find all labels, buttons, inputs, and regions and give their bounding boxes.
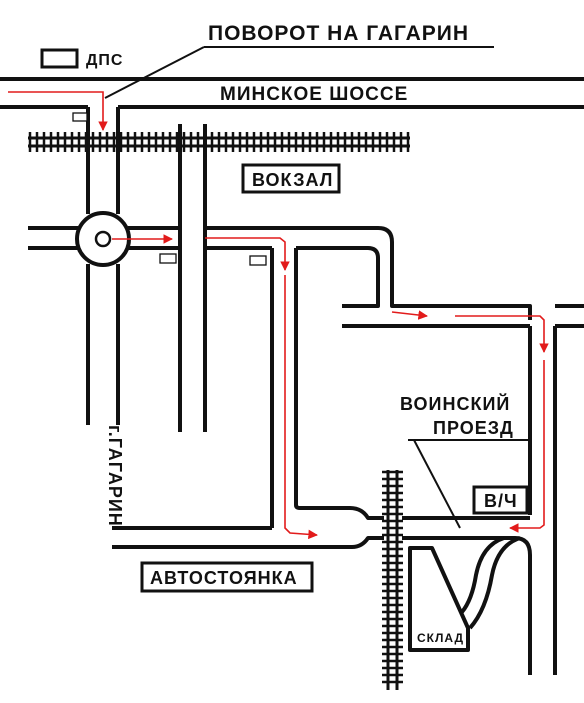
parking-label: АВТОСТОЯНКА bbox=[150, 568, 298, 588]
warehouse bbox=[408, 536, 521, 652]
passage-label-line2: ПРОЕЗД bbox=[433, 418, 514, 438]
town-label: г.ГАГАРИН bbox=[105, 425, 125, 527]
route-path bbox=[8, 91, 549, 540]
highway-label: МИНСКОЕ ШОССЕ bbox=[220, 84, 408, 105]
station-box bbox=[241, 163, 341, 194]
parking-box bbox=[140, 561, 314, 593]
gagarin-road bbox=[86, 107, 120, 425]
building-3 bbox=[249, 255, 267, 266]
railway-top bbox=[28, 132, 410, 152]
station-road bbox=[178, 124, 207, 432]
east-west-road bbox=[28, 226, 584, 328]
minsk-highway bbox=[0, 77, 584, 109]
turn-label: ПОВОРОТ НА ГАГАРИН bbox=[208, 22, 469, 45]
parking-road bbox=[112, 248, 384, 549]
passage-pointer-diag bbox=[413, 439, 461, 529]
building-2 bbox=[159, 253, 177, 264]
building-1 bbox=[72, 112, 88, 122]
unit-label: В/Ч bbox=[484, 491, 518, 511]
unit-box bbox=[472, 485, 529, 515]
warehouse-label: СКЛАД bbox=[417, 631, 464, 645]
railway-bottom bbox=[382, 470, 403, 690]
passage-label-line1: ВОИНСКИЙ bbox=[400, 393, 510, 414]
station-label: ВОКЗАЛ bbox=[252, 170, 333, 190]
turn-pointer bbox=[104, 46, 205, 99]
dps-label: ДПС bbox=[86, 52, 123, 69]
dps-icon bbox=[40, 48, 79, 69]
